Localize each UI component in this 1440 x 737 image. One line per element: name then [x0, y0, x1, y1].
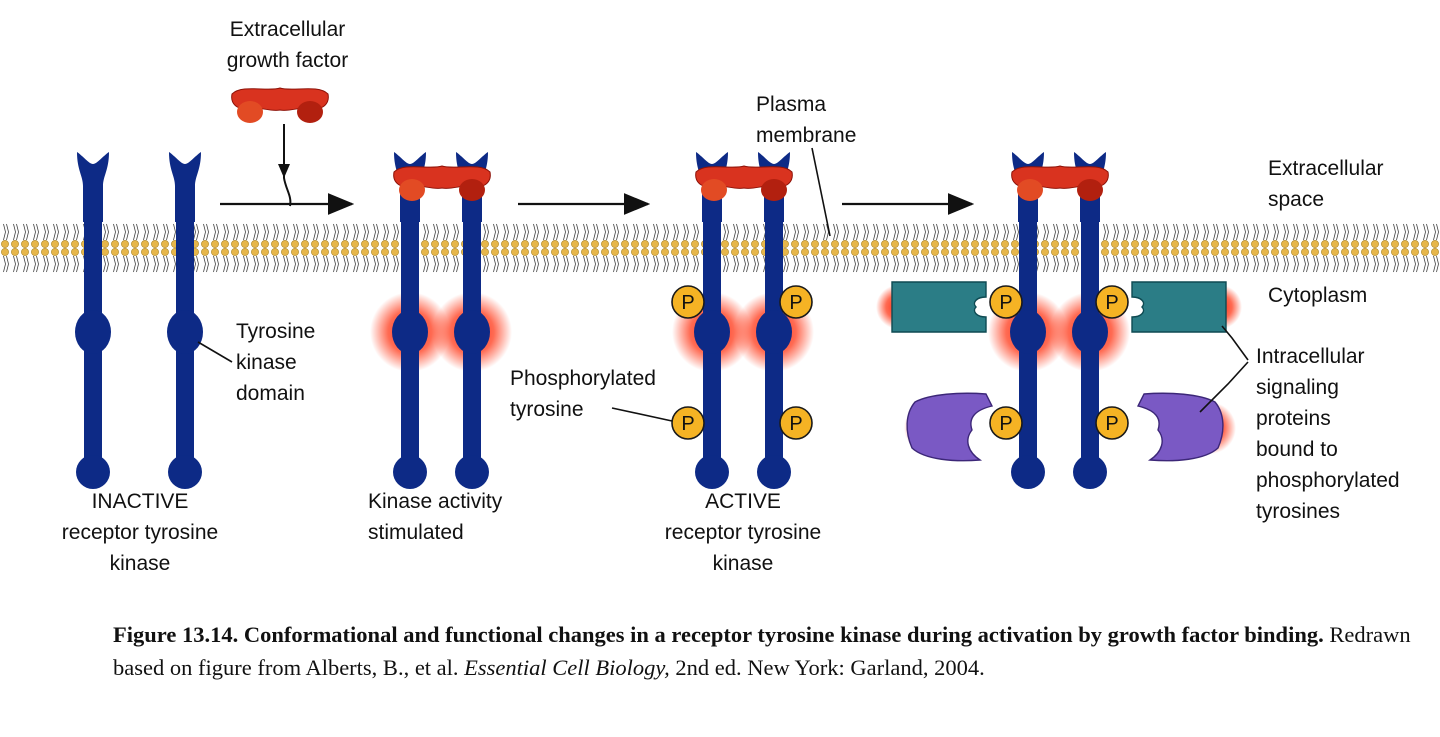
phosphate-group: P [989, 406, 1023, 440]
label-line: membrane [756, 124, 857, 147]
label-line: proteins [1256, 407, 1331, 430]
label-line: kinase [109, 552, 171, 575]
svg-text:P: P [789, 292, 802, 314]
leader-plasma-membrane [811, 147, 831, 237]
phosphate-group: P [779, 406, 813, 440]
label-stage-active: ACTIVE receptor tyrosine kinase [643, 486, 843, 579]
teal-signaling-protein-left [891, 281, 987, 333]
label-stage-stimulated: Kinase activity stimulated [368, 486, 502, 548]
receptor-active-right [756, 152, 792, 489]
receptor-stimulated-left [392, 152, 428, 489]
label-line: Phosphorylated [510, 367, 656, 390]
svg-text:P: P [789, 413, 802, 435]
purple-signaling-protein-left [906, 392, 994, 462]
label-line: ACTIVE [705, 490, 781, 513]
label-line: INACTIVE [91, 490, 189, 513]
rtk-activation-diagram: P P P P P P P P [0, 87, 1440, 489]
label-line: Intracellular [1256, 345, 1365, 368]
label-growth-factor: Extracellular growth factor [205, 14, 370, 76]
caption-text: 2nd ed. New York: Garland, 2004. [669, 655, 985, 680]
phosphate-group: P [989, 285, 1023, 319]
svg-text:P: P [1105, 413, 1118, 435]
svg-text:P: P [999, 292, 1012, 314]
label-line: Extracellular [229, 18, 346, 41]
label-line: bound to [1256, 438, 1338, 461]
label-line: space [1268, 188, 1325, 211]
label-intracellular-proteins: Intracellular signaling proteins bound t… [1256, 341, 1400, 527]
receptor-signaling-right [1072, 152, 1108, 489]
receptor-active-left [694, 152, 730, 489]
growth-factor-bound [1011, 165, 1109, 202]
receptor-signaling-left [1010, 152, 1046, 489]
caption-title: Figure 13.14. Conformational and functio… [113, 622, 1324, 647]
receptor-stimulated-right [454, 152, 490, 489]
label-line: receptor tyrosine [61, 521, 219, 544]
growth-factor-free [231, 87, 329, 124]
label-line: domain [236, 382, 305, 405]
teal-signaling-protein-right [1131, 281, 1227, 333]
label-line: Tyrosine [236, 320, 316, 343]
phosphate-group: P [671, 406, 705, 440]
label-phospho-tyrosine: Phosphorylated tyrosine [510, 363, 656, 425]
purple-signaling-protein-right [1136, 392, 1224, 462]
label-line: signaling [1256, 376, 1339, 399]
label-line: tyrosine [510, 398, 584, 421]
label-line: kinase [712, 552, 774, 575]
svg-text:P: P [1105, 292, 1118, 314]
ligand-arrow-head [278, 164, 290, 178]
label-line: Plasma [756, 93, 827, 116]
label-line: stimulated [368, 521, 464, 544]
growth-factor-bound [695, 165, 793, 202]
label-line: phosphorylated [1256, 469, 1400, 492]
leader-phospho-tyrosine [611, 407, 673, 422]
label-line: kinase [236, 351, 297, 374]
label-kinase-domain: Tyrosine kinase domain [236, 316, 315, 409]
label-line: tyrosines [1256, 500, 1341, 523]
label-line: Kinase activity [368, 490, 503, 513]
label-line: Extracellular [1268, 157, 1384, 180]
phosphate-group: P [779, 285, 813, 319]
receptor-inactive-right [167, 152, 203, 489]
caption-text: Redrawn based on figure from Alberts, B.… [113, 622, 1411, 680]
phosphate-group: P [1095, 406, 1129, 440]
growth-factor-bound [393, 165, 491, 202]
svg-text:P: P [681, 413, 694, 435]
leader-intracellular-proteins [1199, 325, 1249, 413]
svg-text:P: P [681, 292, 694, 314]
figure-caption: Figure 13.14. Conformational and functio… [113, 618, 1413, 684]
receptor-inactive-left [75, 152, 111, 489]
label-stage-inactive: INACTIVE receptor tyrosine kinase [40, 486, 240, 579]
svg-text:P: P [999, 413, 1012, 435]
caption-book-title: Essential Cell Biology, [464, 655, 670, 680]
leader-kinase-domain [197, 341, 233, 363]
phosphate-group: P [671, 285, 705, 319]
label-cytoplasm: Cytoplasm [1268, 284, 1368, 307]
label-plasma-membrane: Plasma membrane [756, 89, 856, 151]
label-extracellular-space: Extracellular space [1268, 153, 1384, 215]
phosphate-group: P [1095, 285, 1129, 319]
label-line: receptor tyrosine [664, 521, 822, 544]
label-line: growth factor [226, 49, 349, 72]
